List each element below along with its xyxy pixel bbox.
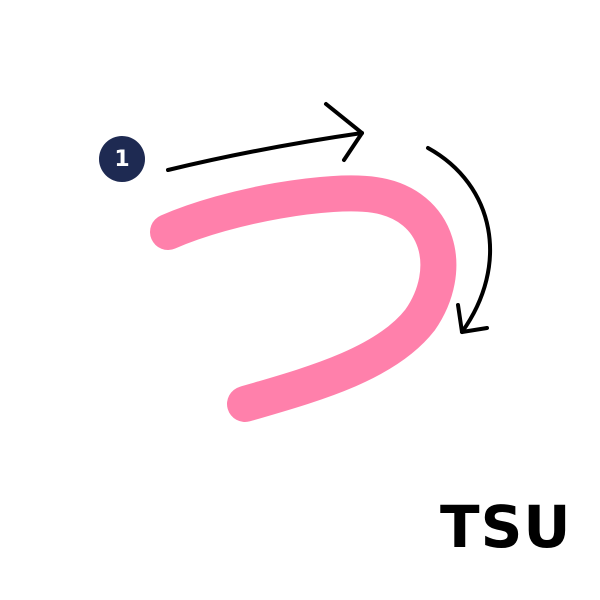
stroke-number-badge: 1 <box>99 136 145 182</box>
direction-arrow-horizontal <box>166 102 364 172</box>
direction-arrow-curve <box>426 146 493 334</box>
romaji-label: TSU <box>440 493 572 561</box>
kana-stroke-1 <box>150 175 457 422</box>
